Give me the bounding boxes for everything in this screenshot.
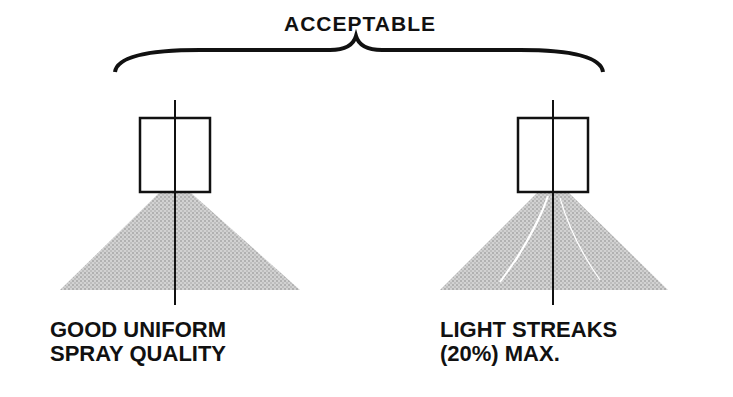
caption-label: GOOD UNIFORM SPRAY QUALITY — [50, 318, 265, 366]
uniform-spray-nozzle — [60, 100, 300, 305]
caption-label: LIGHT STREAKS (20%) MAX. — [440, 318, 655, 366]
curly-brace — [115, 36, 603, 72]
streaked-spray-nozzle — [440, 100, 668, 305]
diagram-title: ACCEPTABLE — [220, 12, 500, 35]
